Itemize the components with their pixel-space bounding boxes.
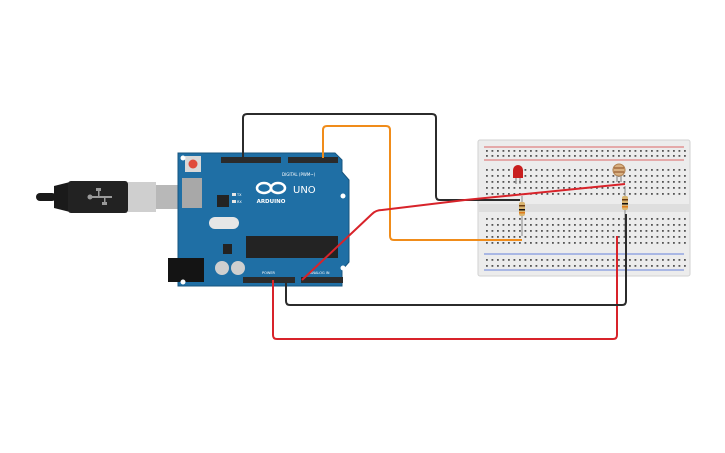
digital-header-left[interactable] [221,157,281,163]
usb-jack [182,178,202,208]
arduino-board[interactable]: ARDUINO UNO DIGITAL (PWM~) POWER ANALOG … [168,152,350,287]
microcontroller-chip [246,236,338,258]
board-model: UNO [293,185,316,196]
digital-header-label: DIGITAL (PWM~) [282,172,316,177]
usb-chip [217,195,229,207]
arduino-logo-icon [255,181,287,195]
signal-wire[interactable] [322,125,522,241]
capacitor [231,261,245,275]
gnd-bottom-wire[interactable] [285,214,627,306]
analog-header[interactable] [301,277,343,283]
crystal [209,217,239,229]
5v-wire[interactable] [272,236,618,340]
arduino-logo-text: ARDUINO [257,199,286,205]
power-header[interactable] [243,277,295,283]
gnd-wire[interactable] [242,113,520,201]
usb-cable[interactable] [36,181,186,213]
analog-wire[interactable] [301,183,626,281]
reset-button[interactable] [188,159,198,169]
ldr-icon[interactable] [612,163,626,182]
capacitor [215,261,229,275]
power-jack [168,258,204,282]
digital-header-right[interactable] [288,157,338,163]
analog-header-label: ANALOG IN [310,271,330,275]
power-header-label: POWER [262,271,276,275]
led-icon[interactable] [513,165,523,184]
usb-plug-icon [87,188,112,205]
resistor-icon[interactable] [519,196,525,236]
breadboard[interactable] [477,139,691,277]
tx-led-label: TX [236,193,242,197]
rx-led-label: RX [237,200,242,204]
